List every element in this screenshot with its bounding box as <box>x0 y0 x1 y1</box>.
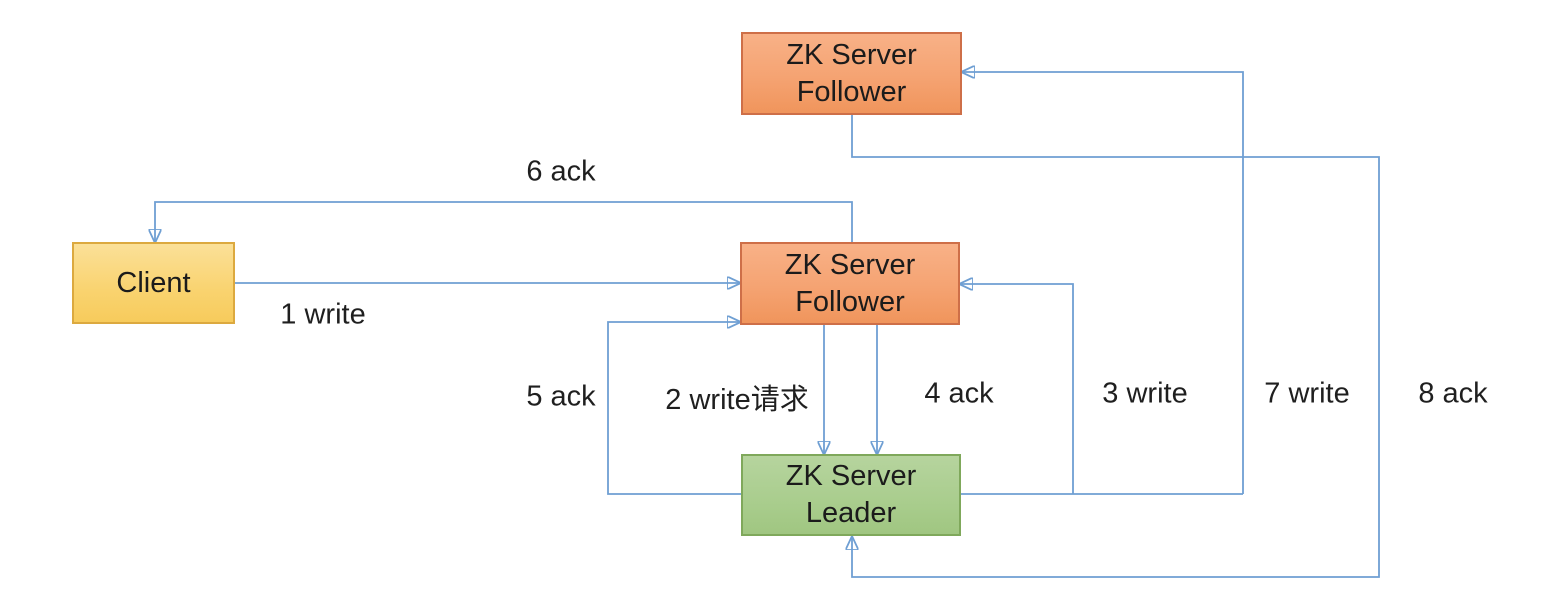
edge-label-8-ack: 8 ack <box>1418 377 1488 410</box>
edge-label-4-ack: 4 ack <box>924 377 994 410</box>
edge-label-5-ack: 5 ack <box>526 380 596 413</box>
edge-label-1-write: 1 write <box>280 298 366 331</box>
edge-label-2-write-request: 2 write请求 <box>665 384 809 416</box>
client-node: Client <box>72 242 235 324</box>
edge-label-7-write: 7 write <box>1264 377 1350 410</box>
zk-server-follower-mid-node: ZK Server Follower <box>740 242 960 325</box>
node-label-line: ZK Server <box>786 38 917 71</box>
zk-server-leader-node: ZK Server Leader <box>741 454 961 536</box>
node-label-line: Client <box>116 266 191 299</box>
node-label-line: Follower <box>795 285 905 318</box>
connector-7-write <box>962 72 1244 494</box>
edge-label-6-ack: 6 ack <box>526 155 596 188</box>
edge-label-3-write: 3 write <box>1102 377 1188 410</box>
connector-6-ack <box>155 201 853 242</box>
zk-server-follower-top-node: ZK Server Follower <box>741 32 962 115</box>
node-label-line: Follower <box>796 75 907 108</box>
node-label-line: ZK Server <box>785 460 917 492</box>
connector-8-ack <box>852 115 1380 578</box>
connector-3-write <box>960 284 1074 494</box>
node-label-line: ZK Server <box>784 248 916 281</box>
node-label-line: Leader <box>805 497 897 529</box>
connector-5-ack <box>607 322 741 495</box>
